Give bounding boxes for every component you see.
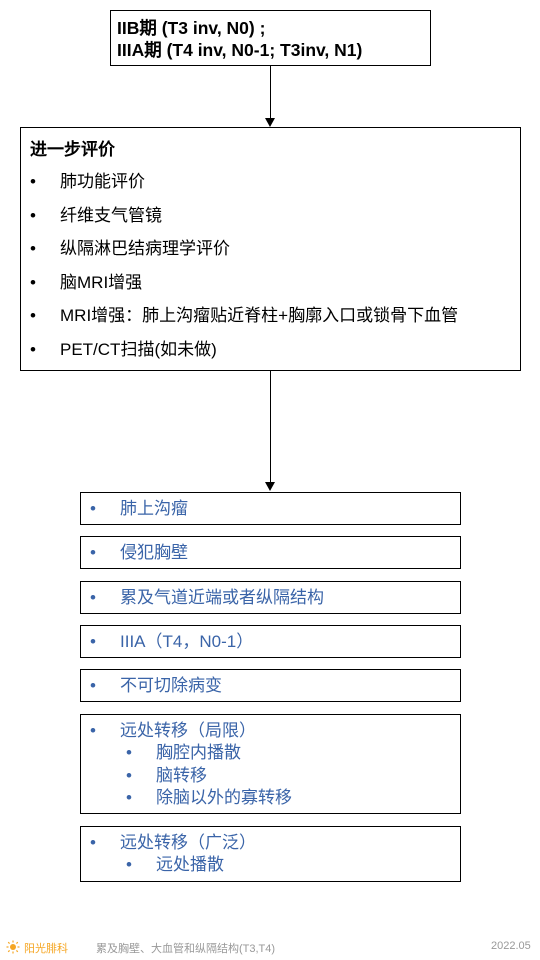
arrow-head-2 xyxy=(265,482,275,491)
connector-line-2 xyxy=(270,371,271,483)
evaluation-item-label: PET/CT扫描(如未做) xyxy=(60,339,217,359)
bullet-icon: • xyxy=(126,766,132,785)
outcome-box-limited-metastasis: • 远处转移（局限） • 胸腔内播散 • 脑转移 • 除脑以外的寡转移 xyxy=(80,714,461,814)
evaluation-item-label: 纵隔淋巴结病理学评价 xyxy=(60,239,230,258)
evaluation-item-label: 脑MRI增强 xyxy=(60,272,143,292)
evaluation-item-label: 肺功能评价 xyxy=(60,172,145,191)
bullet-icon: • xyxy=(30,339,36,359)
footer-date: 2022.05 xyxy=(491,940,531,952)
bullet-icon: • xyxy=(90,721,96,740)
bullet-icon: • xyxy=(90,833,96,852)
bullet-icon: • xyxy=(90,632,96,651)
footer-caption: 累及胸壁、大血管和纵隔结构(T3,T4) xyxy=(96,943,276,955)
outcome-sub-label: 远处播散 xyxy=(156,855,224,874)
outcome-sub-label: 脑转移 xyxy=(156,766,207,785)
stage-line-2: IIIA期 (T4 inv, N0-1; T3inv, N1) xyxy=(117,40,363,60)
bullet-icon: • xyxy=(30,239,36,258)
outcome-sub-label: 胸腔内播散 xyxy=(156,743,241,762)
bullet-icon: • xyxy=(90,676,96,695)
bullet-icon: • xyxy=(30,205,36,225)
evaluation-item: • 肺功能评价 xyxy=(30,170,520,204)
outcome-label: 侵犯胸壁 xyxy=(120,543,188,562)
evaluation-item: • 纤维支气管镜 xyxy=(30,204,520,238)
bullet-icon: • xyxy=(30,272,36,292)
outcome-box-chest-wall: • 侵犯胸壁 xyxy=(80,536,461,569)
outcome-sub-label: 除脑以外的寡转移 xyxy=(156,788,292,807)
outcome-label: 远处转移（广泛） xyxy=(120,833,256,852)
evaluation-item: • MRI增强：肺上沟瘤贴近脊柱+胸廓入口或锁骨下血管 xyxy=(30,304,520,338)
outcome-label: 肺上沟瘤 xyxy=(120,499,188,518)
evaluation-item: • PET/CT扫描(如未做) xyxy=(30,338,520,372)
outcome-box-iiia: • IIIA（T4，N0-1） xyxy=(80,625,461,658)
bullet-icon: • xyxy=(126,788,132,807)
outcome-label: 累及气道近端或者纵隔结构 xyxy=(120,588,324,607)
outcome-label: 远处转移（局限） xyxy=(120,721,256,740)
evaluation-box: 进一步评价 • 肺功能评价 • 纤维支气管镜 • 纵隔淋巴结病理学评价 • 脑M… xyxy=(20,127,521,371)
outcome-label: IIIA（T4，N0-1） xyxy=(120,632,254,651)
evaluation-item: • 纵隔淋巴结病理学评价 xyxy=(30,237,520,271)
outcome-box-mediastinum: • 累及气道近端或者纵隔结构 xyxy=(80,581,461,614)
outcome-box-extensive-metastasis: • 远处转移（广泛） • 远处播散 xyxy=(80,826,461,882)
evaluation-item-label: 纤维支气管镜 xyxy=(60,205,162,225)
bullet-icon: • xyxy=(30,306,36,325)
footer-brand: 阳光腓科 xyxy=(24,943,68,955)
evaluation-title: 进一步评价 xyxy=(30,140,115,159)
bullet-icon: • xyxy=(90,499,96,518)
sun-logo-icon xyxy=(6,940,20,959)
stage-line-1: IIB期 (T3 inv, N0) ; xyxy=(117,18,266,38)
stage-box: IIB期 (T3 inv, N0) ; IIIA期 (T4 inv, N0-1;… xyxy=(110,10,431,66)
bullet-icon: • xyxy=(90,543,96,562)
bullet-icon: • xyxy=(126,743,132,762)
bullet-icon: • xyxy=(90,588,96,607)
connector-line-1 xyxy=(270,66,271,119)
outcome-box-unresectable: • 不可切除病变 xyxy=(80,669,461,702)
outcome-label: 不可切除病变 xyxy=(120,676,222,695)
bullet-icon: • xyxy=(126,855,132,874)
outcome-box-pancoast: • 肺上沟瘤 xyxy=(80,492,461,525)
arrow-head-1 xyxy=(265,118,275,127)
bullet-icon: • xyxy=(30,172,36,191)
evaluation-item: • 脑MRI增强 xyxy=(30,271,520,305)
evaluation-item-label: MRI增强：肺上沟瘤贴近脊柱+胸廓入口或锁骨下血管 xyxy=(60,306,459,325)
